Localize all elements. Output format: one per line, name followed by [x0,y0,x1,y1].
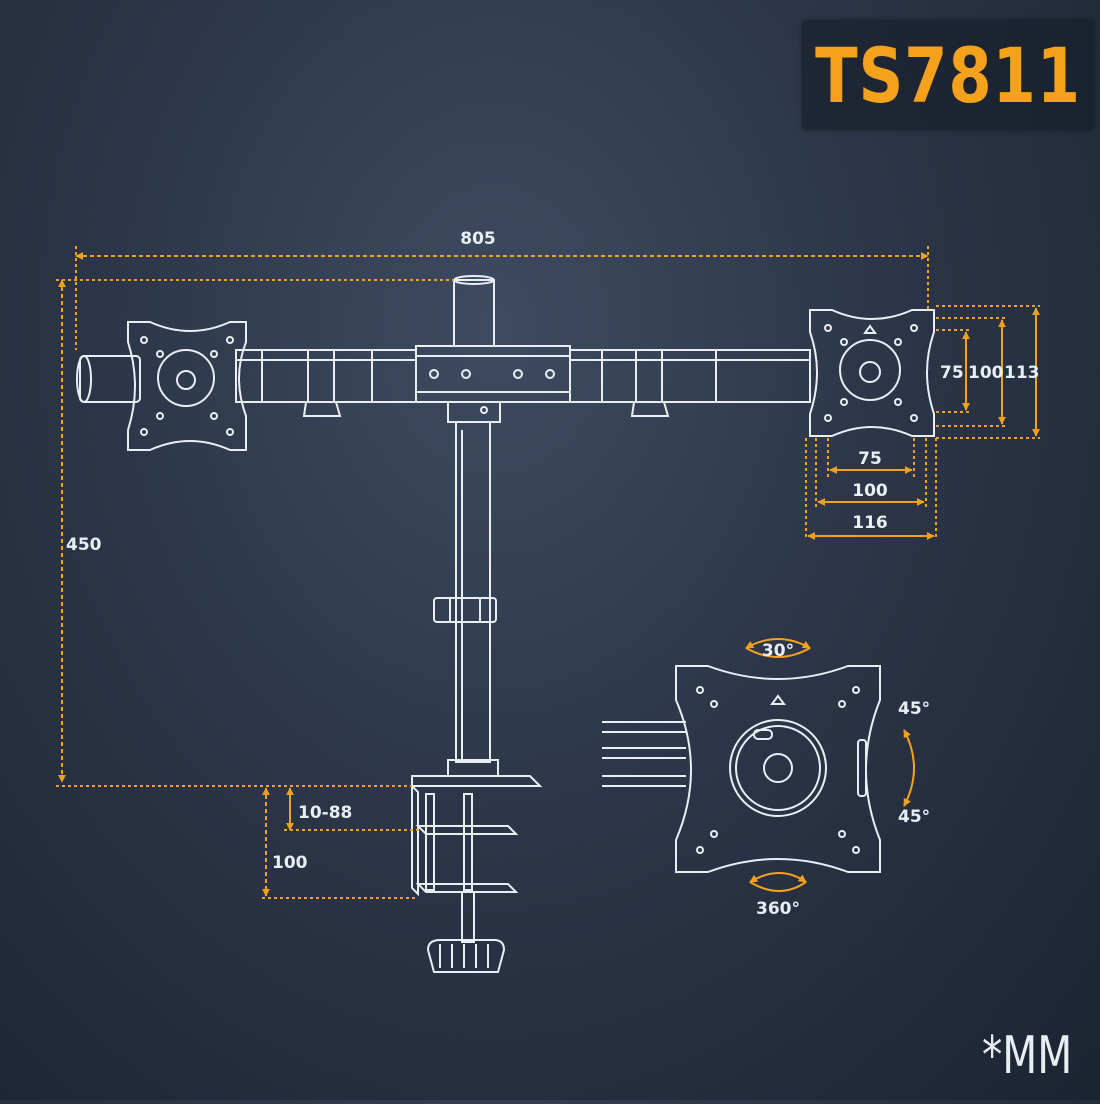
desk-clamp [411,775,543,973]
tilt-down-label: 45° [898,807,930,827]
vesa-width-100-label: 100 [852,481,888,501]
crossbar-arm [76,349,811,417]
right-vesa-plate [809,309,935,437]
clamp-range-label: 10-88 [298,803,352,823]
vesa-height-75-label: 75 [940,363,964,383]
dimension-lines [56,246,1040,899]
vesa-width-75-label: 75 [858,449,882,469]
tilt-up-label: 45° [898,699,930,719]
rotate-angle-label: 30° [762,641,794,661]
units-note: *MM [982,1026,1073,1086]
vesa-height-100-label: 100 [968,363,1004,383]
left-vesa-plate [127,321,247,451]
clamp-depth-label: 100 [272,853,308,873]
swivel-angle-label: 360° [756,899,800,919]
model-badge [802,20,1094,130]
vesa-height-113-label: 113 [1004,363,1040,383]
rotation-detail-plate [602,665,881,873]
overall-width-label: 805 [460,229,496,249]
central-pole [415,275,571,777]
model-number: TS7811 [815,30,1081,120]
pole-height-label: 450 [66,535,102,555]
vesa-width-116-label: 116 [852,513,888,533]
